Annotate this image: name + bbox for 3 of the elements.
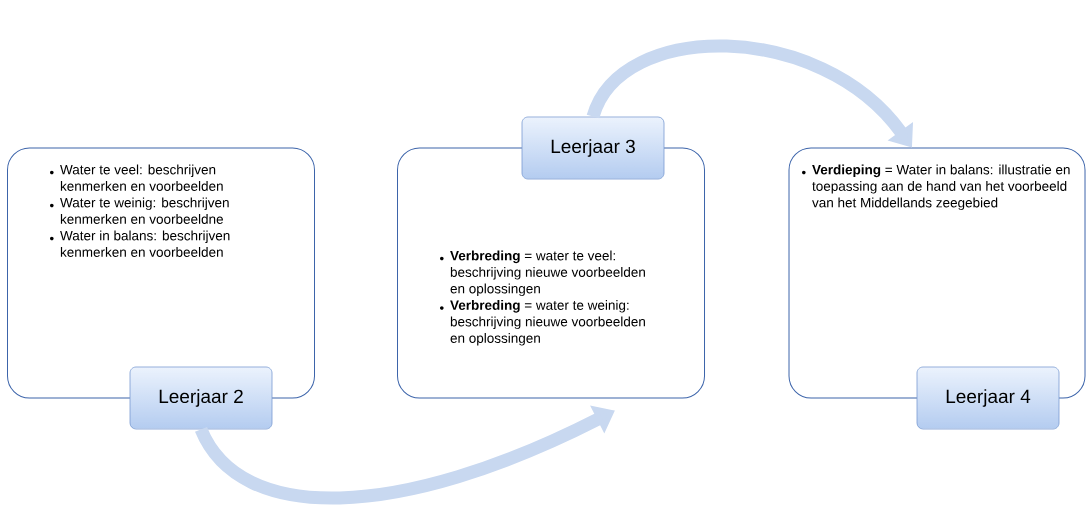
year-tab: Leerjaar 4 xyxy=(916,366,1060,430)
year-tab: Leerjaar 3 xyxy=(521,116,665,180)
year-tab: Leerjaar 2 xyxy=(129,366,273,430)
